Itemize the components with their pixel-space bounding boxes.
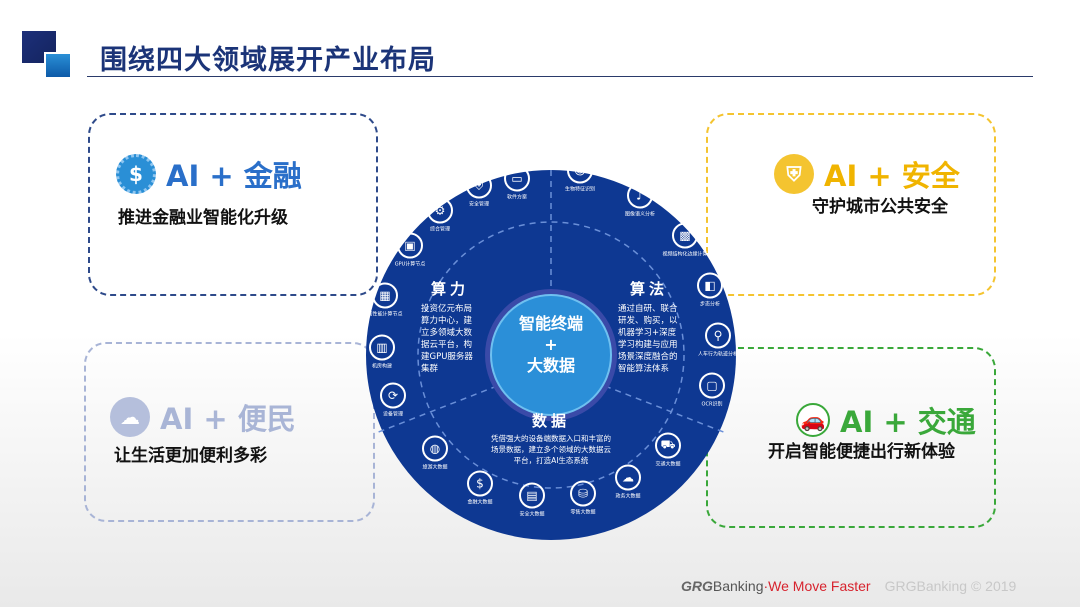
segment-data: 数据 凭借强大的设备端数据入口和丰富的场景数据，建立多个领域的大数据云平台，打造… (488, 410, 614, 466)
node-label: 机房构建 (371, 363, 392, 370)
card-sub: 让生活更加便利多彩 (114, 446, 267, 466)
card-sub: 推进金融业智能化升级 (118, 208, 288, 228)
page-title: 围绕四大领域展开产业布局 (100, 45, 436, 76)
wheel-node: ☁ 政务大数据 (598, 464, 658, 500)
node-icon: $ (467, 470, 493, 497)
footer-slogan: We Move Faster (768, 578, 871, 594)
card-sub: 开启智能便捷出行新体验 (768, 442, 955, 462)
node-label: 人车行为轨迹分析 (697, 351, 738, 358)
footer: GRGBanking·We Move Faster GRGBanking © 20… (681, 578, 1016, 594)
node-label: 高性能计算节点 (367, 311, 403, 318)
node-icon: ▢ (699, 372, 725, 399)
footer-brand2: Banking (712, 578, 764, 594)
capability-wheel: 智能终端 + 大数据 算力 投资亿元布局算力中心，建立多领域大数据云平台，构建G… (363, 157, 738, 540)
node-icon: ☁ (615, 464, 641, 491)
node-icon: ♪ (627, 182, 653, 209)
wheel-graphic (366, 170, 736, 540)
wheel-node: ⚙ 综合管理 (410, 197, 470, 233)
node-label: 步态分析 (699, 301, 720, 308)
node-label: 政务大数据 (615, 493, 641, 500)
node-icon: ⚲ (705, 322, 731, 349)
wheel-node: ☺ 生物特征识别 (550, 157, 610, 193)
card-sub: 守护城市公共安全 (812, 197, 948, 217)
wheel-node: ◍ 旅游大数据 (405, 435, 465, 471)
wheel-node: ⛁ 零售大数据 (553, 480, 613, 516)
wheel-node: ♪ 图像语义分析 (610, 182, 670, 218)
node-label: 设备管理 (382, 411, 403, 418)
node-label: 旅游大数据 (422, 464, 448, 471)
segment-algorithm: 算法 通过自研、联合研发、购买，以机器学习+深度学习构建与应用场景深度融合的智能… (618, 278, 680, 375)
node-icon: ◍ (422, 435, 448, 462)
card-ai-traffic: 🚗 AI + 交通 开启智能便捷出行新体验 (706, 347, 996, 528)
node-icon: ⛟ (655, 432, 681, 459)
node-icon: ▦ (372, 282, 398, 309)
footer-brand: GRG (681, 578, 713, 594)
node-icon: ⛨ (466, 172, 492, 199)
node-icon: ⛁ (570, 480, 596, 507)
wheel-node: ▢ OCR识别 (682, 372, 742, 408)
dollar-icon: $ (116, 154, 156, 194)
segment-title: 算法 (629, 280, 668, 298)
car-icon: 🚗 (796, 403, 830, 437)
card-ai-convenience: ☁ AI + 便民 让生活更加便利多彩 (84, 342, 375, 522)
card-head: AI + 安全 (824, 159, 960, 193)
node-icon: ◧ (697, 272, 723, 299)
node-label: 零售大数据 (570, 509, 596, 516)
node-label: 视频结构化边缘计算 (662, 251, 708, 258)
center-plus: + (544, 335, 558, 354)
node-label: OCR识别 (701, 401, 723, 408)
node-label: GPU计算节点 (394, 261, 426, 268)
wheel-node: ▣ GPU计算节点 (380, 232, 440, 268)
segment-title: 算力 (430, 280, 469, 298)
card-head: AI + 交通 (840, 405, 976, 439)
segment-compute: 算力 投资亿元布局算力中心，建立多领域大数据云平台，构建GPU服务器集群 (421, 278, 479, 375)
segment-title: 数据 (531, 412, 570, 430)
title-divider (87, 76, 1033, 77)
node-label: 安全管理 (468, 201, 489, 208)
segment-text: 凭借强大的设备端数据入口和丰富的场景数据，建立多个领域的大数据云平台，打造AI生… (491, 434, 611, 465)
node-icon: ⟳ (380, 382, 406, 409)
node-icon: ▭ (504, 165, 530, 192)
card-ai-security: ⛨ AI + 安全 守护城市公共安全 (706, 113, 996, 296)
wheel-node: ▤ 安全大数据 (502, 482, 562, 518)
node-icon: ▩ (672, 222, 698, 249)
card-head: AI + 便民 (160, 402, 296, 436)
segment-text: 通过自研、联合研发、购买，以机器学习+深度学习构建与应用场景深度融合的智能算法体… (618, 304, 678, 374)
card-ai-finance: $ AI + 金融 推进金融业智能化升级 (88, 113, 378, 296)
cloud-icon: ☁ (110, 397, 150, 437)
node-label: 交通大数据 (655, 461, 681, 468)
center-line1: 智能终端 (518, 314, 583, 333)
node-icon: ▣ (397, 232, 423, 259)
segment-text: 投资亿元布局算力中心，建立多领域大数据云平台，构建GPU服务器集群 (421, 304, 473, 374)
logo-square-light (44, 52, 70, 77)
node-icon: ▤ (519, 482, 545, 509)
wheel-node: $ 金融大数据 (450, 470, 510, 506)
node-label: 安全大数据 (519, 511, 545, 518)
node-label: 金融大数据 (467, 499, 493, 506)
node-label: 生物特征识别 (564, 186, 595, 193)
footer-sep: · (763, 578, 769, 594)
card-head: AI + 金融 (166, 159, 302, 193)
shield-icon: ⛨ (774, 154, 814, 194)
footer-copyright: GRGBanking © 2019 (884, 578, 1017, 594)
node-label: 图像语义分析 (624, 211, 655, 218)
wheel-node: ▩ 视频结构化边缘计算 (655, 222, 715, 258)
wheel-node: ⚲ 人车行为轨迹分析 (688, 322, 748, 358)
node-icon: ☺ (567, 157, 593, 184)
wheel-node: ◧ 步态分析 (680, 272, 740, 308)
node-label: 综合管理 (429, 226, 450, 233)
node-icon: ⚙ (427, 197, 453, 224)
wheel-node: ▦ 高性能计算节点 (355, 282, 415, 318)
wheel-node: ▭ 软件方案 (487, 165, 547, 201)
node-label: 软件方案 (506, 194, 527, 201)
wheel-node: ⟳ 设备管理 (363, 382, 423, 418)
node-icon: ▥ (369, 334, 395, 361)
center-line2: 大数据 (526, 356, 575, 375)
wheel-node: ⛟ 交通大数据 (638, 432, 698, 468)
wheel-node: ⛨ 安全管理 (449, 172, 509, 208)
wheel-node: ▥ 机房构建 (352, 334, 412, 370)
